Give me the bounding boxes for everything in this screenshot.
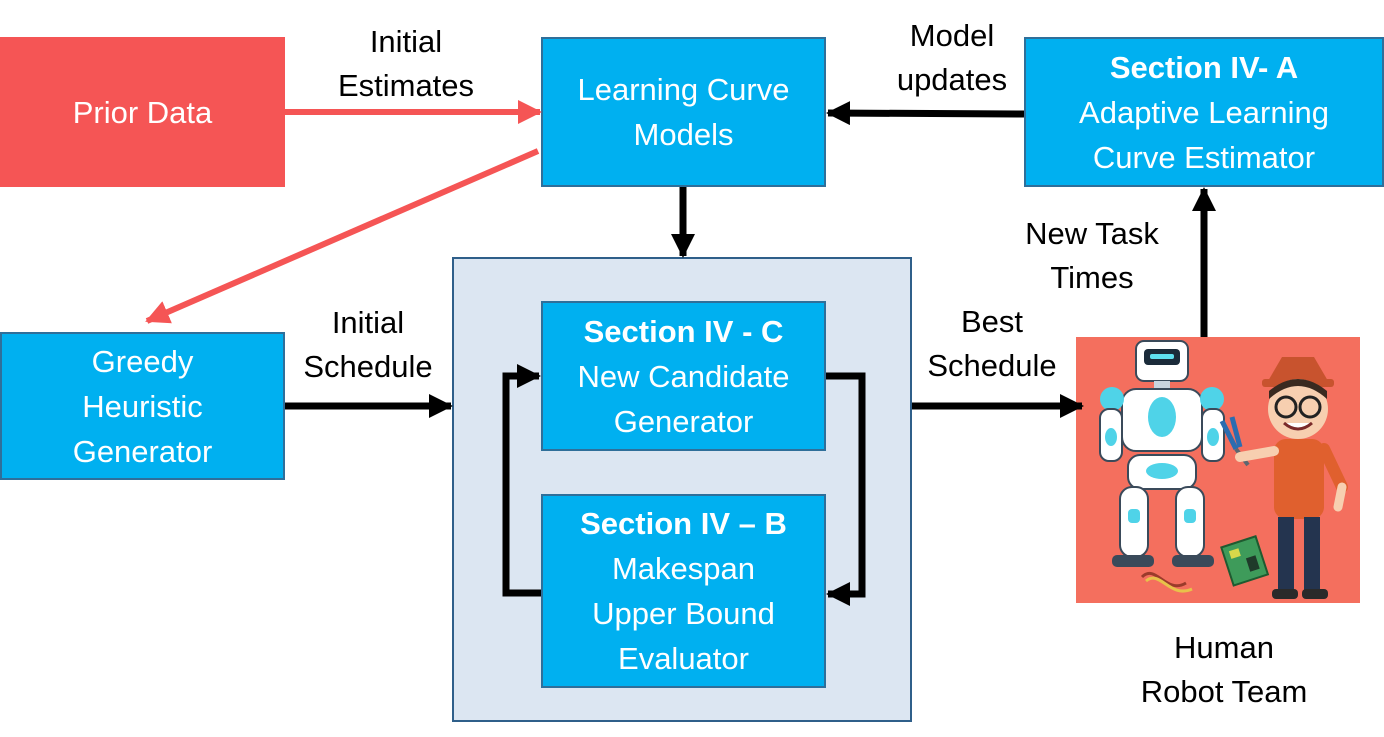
section-iv-a-heading: Section IV- A xyxy=(1109,49,1299,85)
new-task-times-line2: Times xyxy=(1050,260,1134,295)
human-robot-team-illustration xyxy=(1076,337,1360,603)
best-schedule-line1: Best xyxy=(960,304,1024,339)
model-updates-line1: Model xyxy=(909,18,995,53)
section-iv-c-heading: Section IV - C xyxy=(583,313,784,349)
section-iv-a-line2: Curve Estimator xyxy=(1092,139,1316,175)
learning-curve-line2: Models xyxy=(633,117,734,152)
greedy-line2: Heuristic xyxy=(82,388,203,424)
model-updates-line2: updates xyxy=(896,62,1008,97)
initial-estimates-label: Initial Estimates xyxy=(326,20,486,108)
learning-curve-models-box: Learning Curve Models xyxy=(541,37,826,187)
new-task-times-line1: New Task xyxy=(1025,216,1159,251)
arrow-learning-to-greedy xyxy=(145,148,540,324)
section-iv-a-box: Section IV- A Adaptive Learning Curve Es… xyxy=(1024,37,1384,187)
human-robot-team-line1: Human xyxy=(1174,630,1274,665)
section-iv-c-box: Section IV - C New Candidate Generator xyxy=(541,301,826,451)
initial-estimates-line2: Estimates xyxy=(337,68,475,103)
greedy-line1: Greedy xyxy=(91,343,194,379)
human-icon xyxy=(1235,357,1348,599)
section-iv-a-line1: Adaptive Learning xyxy=(1079,94,1329,130)
initial-schedule-label: Initial Schedule xyxy=(290,301,446,389)
section-iv-b-box: Section IV – B Makespan Upper Bound Eval… xyxy=(541,494,826,688)
prior-data-box: Prior Data xyxy=(0,37,285,187)
greedy-line3: Generator xyxy=(72,433,213,469)
initial-schedule-line2: Schedule xyxy=(303,349,433,384)
section-iv-b-line3: Evaluator xyxy=(618,641,749,676)
best-schedule-label: Best Schedule xyxy=(912,300,1072,388)
section-iv-c-line1: New Candidate xyxy=(577,358,790,394)
arrow-loop-c-to-b xyxy=(826,372,866,606)
best-schedule-line2: Schedule xyxy=(927,348,1057,383)
section-iv-b-line2: Upper Bound xyxy=(592,596,775,631)
section-iv-b-line1: Makespan xyxy=(611,551,756,586)
learning-curve-line1: Learning Curve xyxy=(577,72,790,107)
section-iv-b-heading: Section IV – B xyxy=(580,506,787,541)
initial-estimates-line1: Initial xyxy=(369,24,443,59)
new-task-times-label: New Task Times xyxy=(1010,212,1174,300)
human-robot-team-line2: Robot Team xyxy=(1140,674,1308,709)
initial-schedule-line1: Initial xyxy=(331,305,405,340)
greedy-heuristic-generator-box: Greedy Heuristic Generator xyxy=(0,332,285,480)
robot-icon xyxy=(1099,340,1225,567)
circuit-board-icon xyxy=(1220,535,1270,587)
prior-data-label: Prior Data xyxy=(72,94,213,130)
section-iv-c-line2: Generator xyxy=(613,403,754,439)
arrow-section-a-to-learning xyxy=(826,101,1025,126)
model-updates-label: Model updates xyxy=(878,14,1026,102)
human-robot-team-label: Human Robot Team xyxy=(1114,626,1334,714)
arrow-loop-b-to-c xyxy=(502,364,541,597)
